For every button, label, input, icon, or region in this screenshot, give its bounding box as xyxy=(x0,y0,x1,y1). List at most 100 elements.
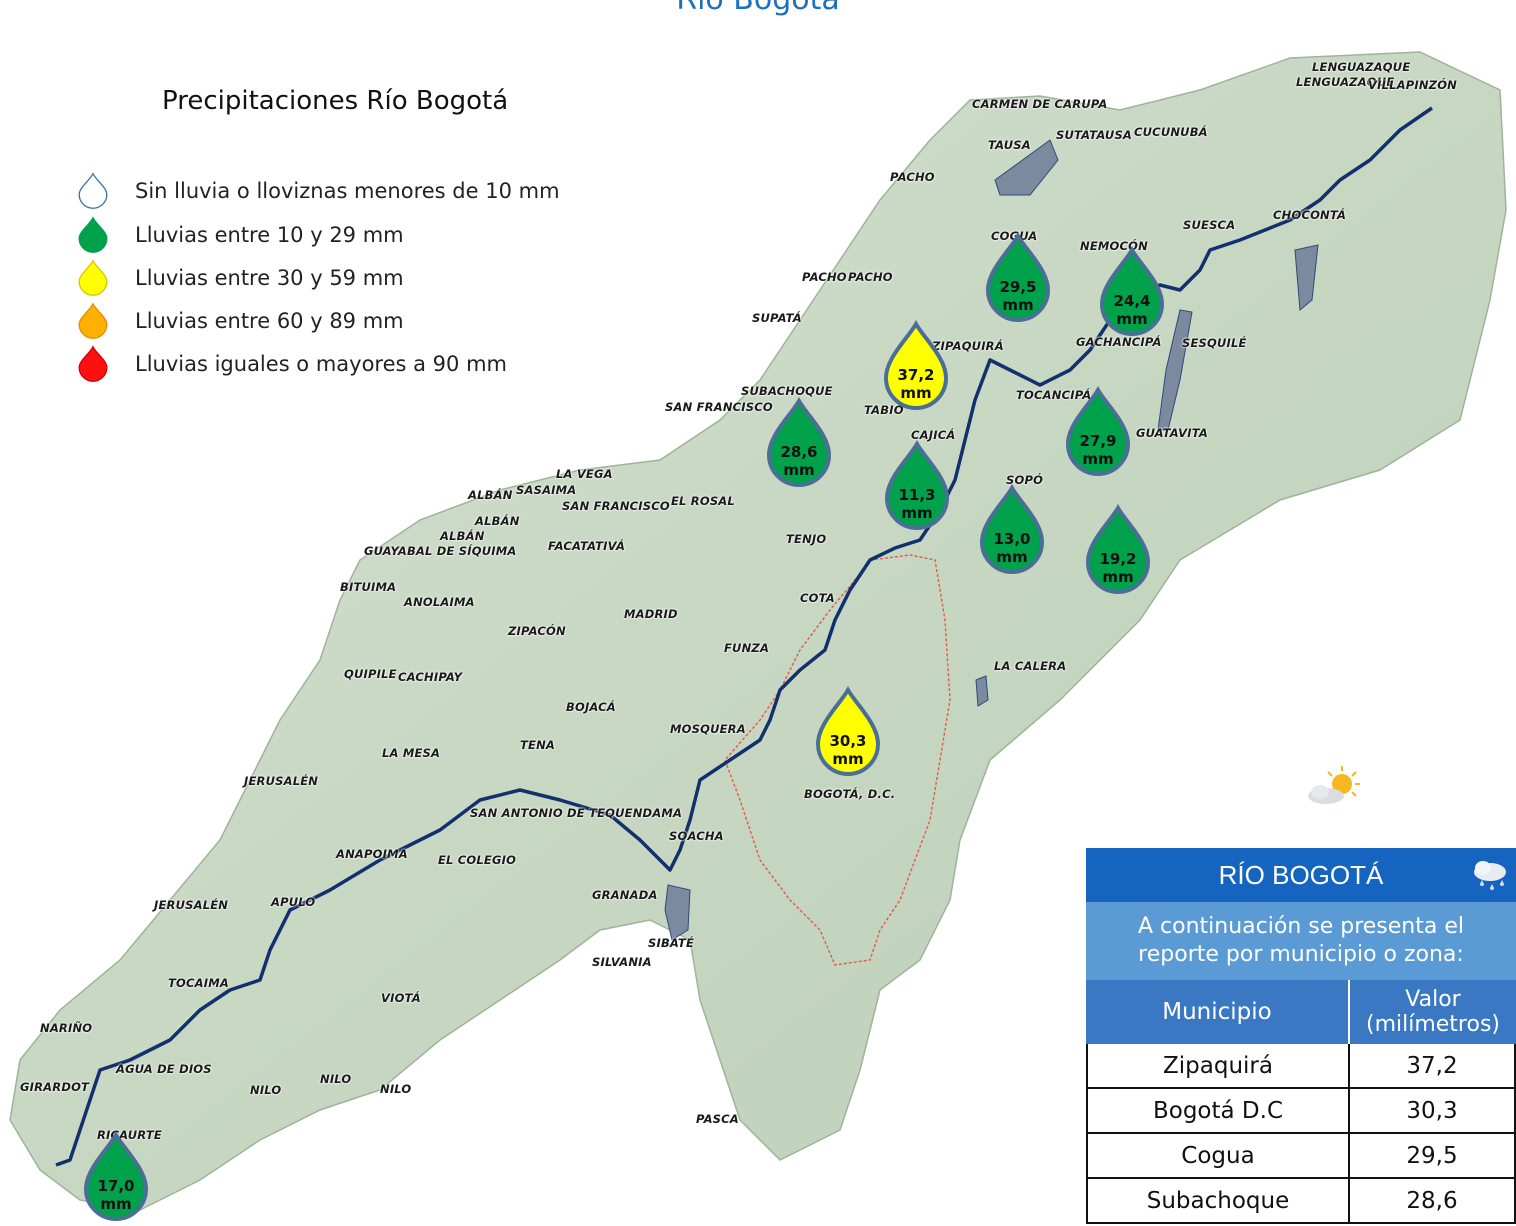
raindrop-icon xyxy=(78,302,108,339)
col-valor-line1: Valor xyxy=(1405,987,1461,1012)
rainfall-unit: mm xyxy=(783,461,815,479)
report-subtitle: A continuación se presenta el reporte po… xyxy=(1086,902,1516,980)
rainfall-amount: 28,6 xyxy=(780,443,818,461)
rainfall-amount: 19,2 xyxy=(1099,550,1137,568)
rainfall-amount: 37,2 xyxy=(897,366,935,384)
legend-label: Lluvias iguales o mayores a 90 mm xyxy=(135,352,507,376)
place-label: LENGUAZAQUE xyxy=(1312,60,1411,74)
place-label: GIRARDOT xyxy=(20,1080,90,1094)
rainfall-unit: mm xyxy=(996,548,1028,566)
row-municipio: Bogotá D.C xyxy=(1088,1089,1350,1132)
rainfall-unit: mm xyxy=(901,504,933,522)
raindrop-icon xyxy=(78,345,108,382)
place-label: FUNZA xyxy=(724,641,770,655)
report-header-text: RÍO BOGOTÁ xyxy=(1218,859,1384,890)
rainfall-amount: 13,0 xyxy=(993,530,1031,548)
report-panel: RÍO BOGOTÁ A continuación se presenta el… xyxy=(1086,848,1516,1226)
table-row: Bogotá D.C 30,3 xyxy=(1086,1089,1516,1134)
raindrop-icon xyxy=(78,172,108,209)
rainfall-amount: 30,3 xyxy=(829,732,867,750)
col-valor-line2: (milímetros) xyxy=(1365,1012,1500,1037)
place-label: PACHO xyxy=(848,270,893,284)
place-label: ANOLAIMA xyxy=(404,595,475,609)
raindrop-icon xyxy=(815,686,881,776)
rainfall-unit: mm xyxy=(1102,568,1134,586)
raindrop-icon xyxy=(884,440,950,530)
basin-terrain xyxy=(9,51,1507,1211)
place-label: ALBÁN xyxy=(475,514,520,528)
place-label: CHOCONTÁ xyxy=(1273,208,1347,222)
raindrop-icon xyxy=(1085,504,1151,594)
rio-bogota-river xyxy=(55,106,1433,1167)
raindrop-icon xyxy=(883,320,949,410)
place-label: VILLAPINZÓN xyxy=(1368,78,1458,92)
legend-label: Lluvias entre 30 y 59 mm xyxy=(135,266,404,290)
place-label: SILVANIA xyxy=(592,955,652,969)
place-label: COTA xyxy=(800,591,835,605)
raindrop-icon xyxy=(78,259,108,296)
legend-label: Lluvias entre 10 y 29 mm xyxy=(135,223,404,247)
place-label: EL ROSAL xyxy=(671,494,735,508)
place-label: SAN FRANCISCO xyxy=(562,499,670,513)
place-label: LENGUAZAQUE xyxy=(1296,75,1395,89)
row-valor: 29,5 xyxy=(1406,1142,1458,1169)
place-label: VIOTÁ xyxy=(381,991,421,1005)
place-label: SESQUILÉ xyxy=(1182,336,1247,350)
reservoir-tomine xyxy=(1157,309,1193,431)
place-label: PACHO xyxy=(802,270,847,284)
report-header: RÍO BOGOTÁ xyxy=(1086,848,1516,902)
legend-label: Lluvias entre 60 y 89 mm xyxy=(135,309,404,333)
place-label: SUTATAUSA xyxy=(1056,128,1133,142)
place-label: TENJO xyxy=(786,532,827,546)
col-valor: Valor (milímetros) xyxy=(1350,980,1516,1044)
table-row: Cogua 29,5 xyxy=(1086,1134,1516,1179)
place-label: ALBÁN xyxy=(468,488,513,502)
raindrop-icon xyxy=(83,1131,149,1221)
place-label: GACHANCIPÁ xyxy=(1076,335,1162,349)
place-label: SAN ANTONIO DE TEQUENDAMA xyxy=(470,806,683,820)
row-municipio: Subachoque xyxy=(1088,1179,1350,1222)
reservoir-sanrafael xyxy=(975,675,989,707)
place-label: TOCANCIPÁ xyxy=(1016,388,1092,402)
place-label: SIBATÉ xyxy=(648,936,695,950)
place-label: GRANADA xyxy=(592,888,658,902)
col-municipio: Municipio xyxy=(1086,980,1350,1044)
row-municipio: Cogua xyxy=(1088,1134,1350,1177)
raindrop-icon xyxy=(1065,386,1131,476)
row-valor: 37,2 xyxy=(1406,1052,1458,1079)
place-label: SUPATÁ xyxy=(752,311,802,325)
rainfall-unit: mm xyxy=(1082,450,1114,468)
row-valor: 28,6 xyxy=(1406,1187,1458,1214)
raindrop-icon xyxy=(979,484,1045,574)
rainfall-amount: 11,3 xyxy=(898,486,936,504)
place-label: COGUA xyxy=(991,229,1038,243)
place-label: ANAPOIMA xyxy=(336,847,408,861)
rainfall-unit: mm xyxy=(100,1195,132,1213)
partly-sunny-icon xyxy=(1308,766,1360,804)
place-label: APULO xyxy=(271,895,316,909)
place-label: NILO xyxy=(380,1082,412,1096)
place-label: SUESCA xyxy=(1183,218,1236,232)
place-label: ZIPACÓN xyxy=(508,624,566,638)
raindrop-icon xyxy=(766,397,832,487)
place-label: NILO xyxy=(320,1072,352,1086)
reservoir-sisga xyxy=(1294,244,1319,311)
place-label: GUAYABAL DE SÍQUIMA xyxy=(364,544,517,558)
legend-item: Lluvias entre 60 y 89 mm xyxy=(75,302,404,339)
rainfall-unit: mm xyxy=(1002,296,1034,314)
place-label: NARIÑO xyxy=(40,1021,93,1035)
row-valor: 30,3 xyxy=(1406,1097,1458,1124)
